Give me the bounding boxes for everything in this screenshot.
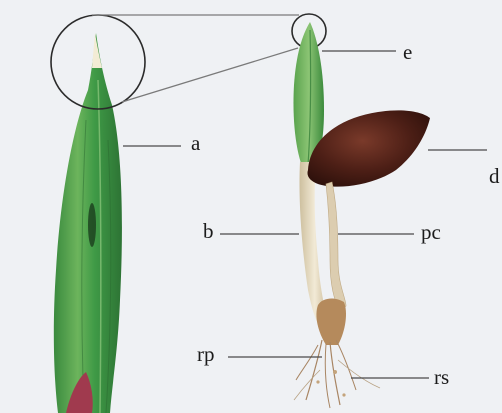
seed-d [307, 110, 430, 186]
leaf-a [54, 33, 122, 413]
label-rs: rs [434, 367, 449, 388]
label-b: b [203, 221, 214, 242]
label-d: d [489, 166, 500, 187]
stem-pc [326, 182, 346, 312]
label-rp: rp [197, 344, 215, 365]
label-e: e [403, 42, 412, 63]
root-crown [294, 298, 380, 408]
label-a: a [191, 133, 200, 154]
label-pc: pc [421, 222, 441, 243]
